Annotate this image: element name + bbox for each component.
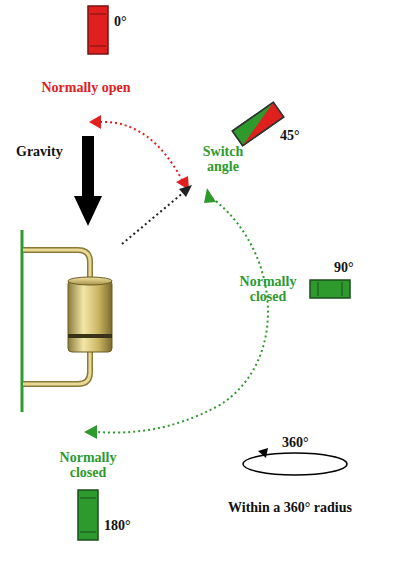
switch-cap (68, 277, 112, 285)
switch-body (68, 280, 112, 352)
switch-band (80, 532, 96, 533)
switch-45deg (232, 102, 283, 145)
switch-lead (23, 350, 90, 384)
angle-pointer (122, 192, 184, 244)
switch-band (90, 46, 106, 47)
pointer-arrowhead (179, 185, 192, 197)
angle-label: 90° (334, 260, 354, 275)
switch-band (80, 498, 96, 499)
angle-label: 0° (114, 14, 127, 29)
note-label: Within a 360° radius (228, 500, 352, 515)
gravity-arrow (82, 136, 94, 198)
rotation-label: 360° (280, 435, 311, 450)
arc-arrowhead (204, 188, 216, 203)
switch-180deg (78, 490, 98, 540)
switch-band (90, 14, 106, 15)
switch-0deg (88, 6, 108, 54)
angle-caption: Switch angle (190, 144, 256, 175)
switch-lead (23, 350, 90, 384)
state-label: Normally closed (228, 274, 308, 305)
gravity-arrowhead (74, 196, 102, 226)
angle-label: 45° (280, 128, 300, 143)
switch-90deg (310, 280, 350, 298)
normally-open-arc (100, 122, 182, 180)
arc-arrowhead (84, 425, 97, 439)
state-label: Normally open (40, 80, 132, 95)
angle-label: 180° (104, 518, 131, 533)
state-label: Normally closed (44, 450, 132, 481)
force-label: Gravity (16, 144, 63, 159)
switch-ring (68, 334, 112, 338)
normally-closed-arc (96, 198, 268, 433)
arc-arrowhead (89, 115, 101, 129)
switch-band (342, 282, 343, 296)
rotation-arrowhead (258, 448, 268, 458)
rotation-ellipse (243, 453, 347, 475)
switch-band (318, 282, 319, 296)
